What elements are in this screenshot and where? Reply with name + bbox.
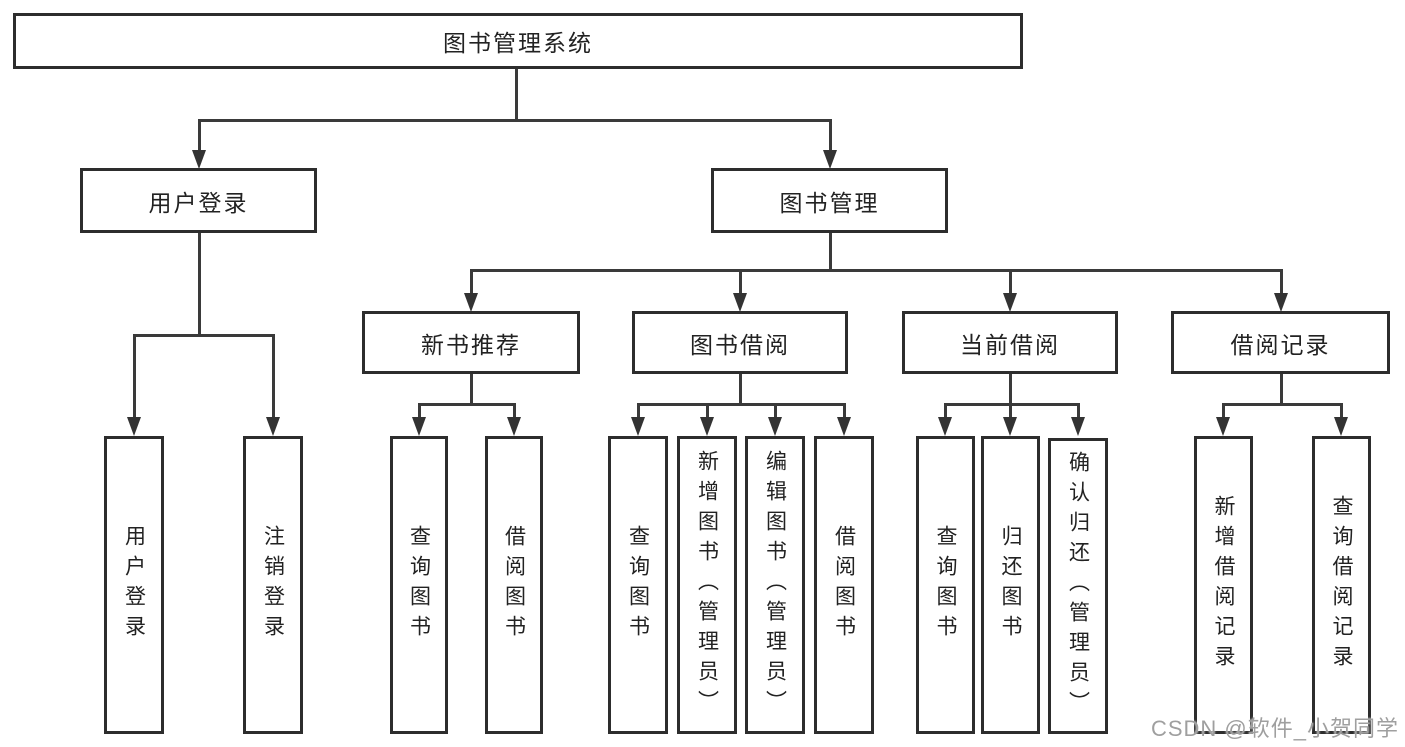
arrow-down-icon (412, 417, 426, 436)
leaf-current-confirm-return-admin: 确认归还（管理员） (1048, 438, 1108, 734)
connector-leaf-drop (133, 334, 136, 419)
node-root: 图书管理系统 (13, 13, 1023, 69)
leaf-label: 新增图书（管理员） (695, 450, 719, 720)
leaf-label: 编辑图书（管理员） (763, 450, 787, 720)
connector-currentborrow-bar (944, 403, 1080, 406)
connector-leaf-drop (944, 403, 947, 419)
leaf-label: 归还图书 (999, 525, 1022, 645)
node-label: 当前借阅 (960, 331, 1060, 358)
arrow-down-icon (768, 417, 782, 436)
connector-currentborrow-stem (1009, 374, 1012, 406)
node-new-book-recommend: 新书推荐 (362, 311, 580, 374)
arrow-down-icon (700, 417, 714, 436)
connector-newbook-bar (418, 403, 516, 406)
node-label: 用户登录 (148, 189, 249, 216)
arrow-down-icon (1334, 417, 1348, 436)
leaf-label: 查询图书 (626, 525, 650, 645)
node-label: 图书管理系统 (443, 30, 593, 56)
arrow-down-icon (1216, 417, 1230, 436)
node-user-login: 用户登录 (80, 168, 317, 233)
leaf-label: 查询图书 (934, 525, 957, 645)
leaf-label: 查询图书 (407, 525, 431, 645)
arrow-down-icon (1003, 417, 1017, 436)
connector-leaf-drop (843, 403, 846, 419)
connector-leaf-drop (272, 334, 275, 419)
leaf-label: 新增借阅记录 (1212, 495, 1235, 675)
connector-leaf-drop (418, 403, 421, 419)
node-book-management: 图书管理 (711, 168, 948, 233)
arrow-down-icon (266, 417, 280, 436)
connector-bookborrow-stem (739, 374, 742, 406)
leaf-current-query-books: 查询图书 (916, 436, 975, 734)
arrow-down-icon (192, 150, 206, 169)
leaf-label: 注销登录 (261, 525, 285, 645)
connector-user-login-drop (198, 119, 201, 152)
arrow-down-icon (938, 417, 952, 436)
arrow-down-icon (823, 150, 837, 169)
arrow-down-icon (837, 417, 851, 436)
node-label: 图书管理 (779, 189, 880, 216)
leaf-newbook-borrow-books: 借阅图书 (485, 436, 543, 734)
csdn-watermark: CSDN @软件_小贺同学 (1150, 716, 1399, 741)
leaf-borrow-edit-books-admin: 编辑图书（管理员） (745, 436, 805, 734)
connector-leaf-drop (637, 403, 640, 419)
connector-leaf-drop (1077, 403, 1080, 419)
connector-newbook-drop (470, 269, 473, 295)
connector-leaf-drop (706, 403, 709, 419)
connector-user-login-stem (198, 232, 201, 337)
leaf-borrow-query-books: 查询图书 (608, 436, 668, 734)
arrow-down-icon (507, 417, 521, 436)
node-label: 新书推荐 (421, 331, 521, 358)
leaf-user-login: 用户登录 (104, 436, 164, 734)
connector-newbook-stem (470, 374, 473, 406)
connector-bookborrow-drop (739, 269, 742, 295)
leaf-label: 确认归还（管理员） (1066, 451, 1090, 721)
leaf-label: 借阅图书 (502, 525, 526, 645)
connector-leaf-drop (1222, 403, 1225, 419)
arrow-down-icon (1071, 417, 1085, 436)
arrow-down-icon (733, 293, 747, 312)
arrow-down-icon (631, 417, 645, 436)
connector-leaf-drop (1340, 403, 1343, 419)
connector-currentborrow-drop (1009, 269, 1012, 295)
connector-book-mgmt-drop (829, 119, 832, 152)
arrow-down-icon (1274, 293, 1288, 312)
leaf-label: 查询借阅记录 (1330, 495, 1353, 675)
connector-level2-bar (198, 119, 832, 122)
connector-bookborrow-bar (637, 403, 845, 406)
leaf-logout-login: 注销登录 (243, 436, 303, 734)
leaf-label: 用户登录 (122, 525, 146, 645)
node-current-borrow: 当前借阅 (902, 311, 1118, 374)
leaf-borrow-borrow-books: 借阅图书 (814, 436, 874, 734)
connector-records-drop (1280, 269, 1283, 295)
leaf-current-return-books: 归还图书 (981, 436, 1040, 734)
connector-user-login-bar (133, 334, 275, 337)
node-borrow-records: 借阅记录 (1171, 311, 1390, 374)
connector-leaf-drop (1009, 403, 1012, 419)
arrow-down-icon (464, 293, 478, 312)
leaf-records-query-record: 查询借阅记录 (1312, 436, 1371, 734)
node-label: 借阅记录 (1230, 331, 1331, 358)
leaf-newbook-query-books: 查询图书 (390, 436, 448, 734)
leaf-records-add-record: 新增借阅记录 (1194, 436, 1253, 734)
node-label: 图书借阅 (690, 331, 790, 358)
leaf-borrow-add-books-admin: 新增图书（管理员） (677, 436, 737, 734)
connector-leaf-drop (774, 403, 777, 419)
connector-records-bar (1222, 403, 1343, 406)
node-book-borrow: 图书借阅 (632, 311, 848, 374)
connector-level3-bar (470, 269, 1283, 272)
leaf-label: 借阅图书 (832, 525, 856, 645)
arrow-down-icon (127, 417, 141, 436)
connector-book-mgmt-stem (829, 233, 832, 272)
connector-leaf-drop (513, 403, 516, 419)
connector-records-stem (1280, 374, 1283, 406)
connector-root-stem (515, 68, 518, 122)
arrow-down-icon (1003, 293, 1017, 312)
